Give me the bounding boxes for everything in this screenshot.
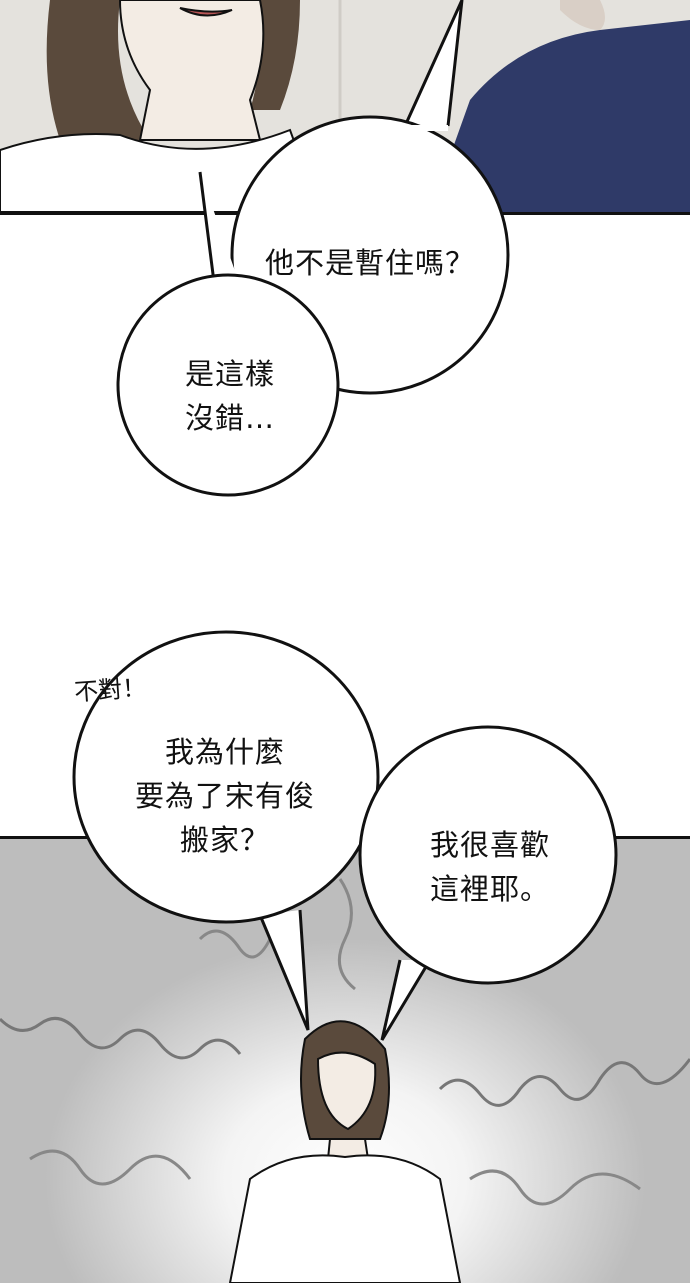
aura-line-right bbox=[438, 1058, 690, 1107]
woman-hair-left bbox=[46, 0, 150, 140]
speech-bubble-3 bbox=[72, 630, 380, 924]
aura-line-left bbox=[0, 1016, 242, 1060]
woman-face bbox=[118, 0, 265, 141]
sfx-exclaim: 不對！ bbox=[73, 673, 148, 707]
bottom-panel bbox=[0, 836, 690, 1283]
speech-bubble-2 bbox=[116, 273, 340, 497]
bubble-1-text: 他不是暫住嗎？ bbox=[264, 246, 475, 280]
woman-mouth bbox=[179, 7, 233, 17]
woman-shirt-small bbox=[228, 1154, 462, 1283]
bubble-3-text: 我為什麼 要為了宋有俊 搬家？ bbox=[134, 735, 315, 857]
woman-face-small bbox=[316, 1051, 377, 1131]
bubble-2-text: 是這樣 沒錯… bbox=[184, 357, 275, 435]
top-panel bbox=[0, 0, 690, 215]
bubble-4-text: 我很喜歡 這裡耶。 bbox=[429, 828, 550, 906]
speech-bubble-4 bbox=[358, 725, 618, 985]
man-shoulder bbox=[430, 20, 690, 212]
bottom-panel-art bbox=[0, 878, 690, 1283]
woman-shirt bbox=[0, 128, 322, 212]
top-panel-art bbox=[0, 0, 690, 212]
